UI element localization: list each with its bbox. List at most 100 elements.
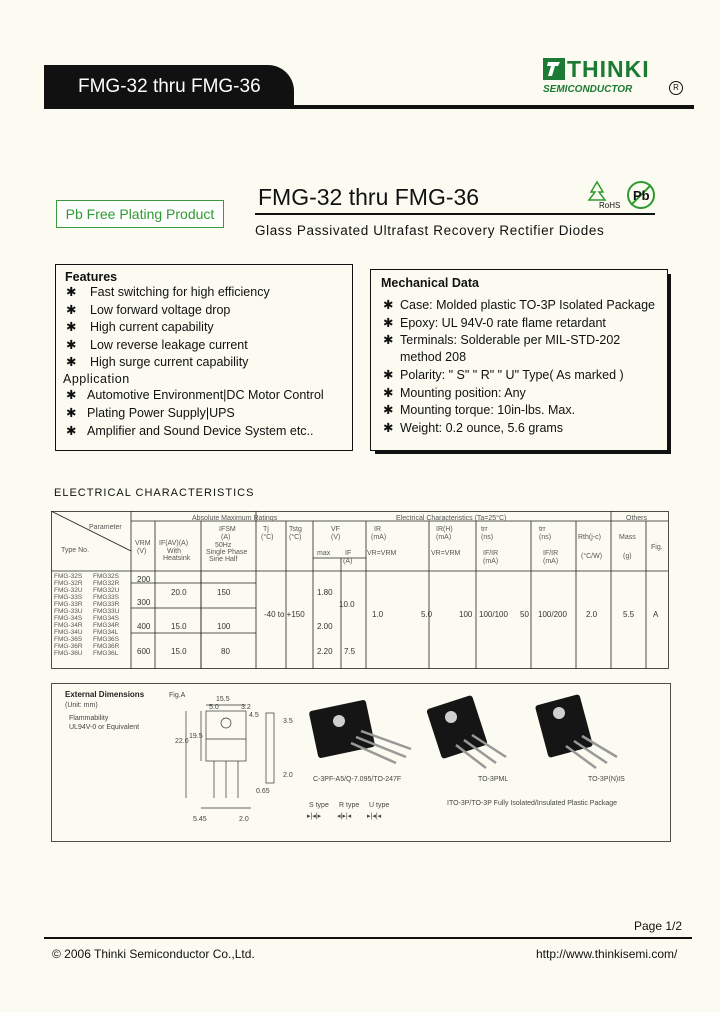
type-cell: FMG36L — [93, 650, 119, 657]
dim-label: 4.5 — [249, 712, 259, 719]
head-hir: IR(H) — [436, 526, 453, 533]
group-abs-max: Absolute Maximum Ratings — [192, 515, 278, 522]
type-cell: FMG-36S — [54, 636, 83, 643]
dim-flammability: Flammability — [69, 715, 109, 722]
package-3-label: TO-3P(N)IS — [588, 776, 625, 783]
head-trr2-sub: IF/IR — [543, 550, 558, 557]
head-tstg-unit: (°C) — [289, 533, 302, 541]
s-type-symbol-icon: ▸|◂|▸ — [307, 813, 322, 820]
head-tj: Tj — [263, 526, 269, 533]
dim-ul: UL94V-0 or Equivalent — [69, 724, 139, 731]
head-hir-unit: (mA) — [436, 534, 451, 541]
list-item: ✱Automotive Environment|DC Motor Control — [66, 388, 324, 402]
head-vrm-unit: (V) — [137, 548, 146, 555]
package-photo-3 — [535, 694, 618, 770]
list-item: ✱Terminals: Solderable per MIL-STD-202 — [383, 333, 621, 347]
group-others: Others — [626, 515, 648, 522]
list-item-continuation: method 208 — [400, 349, 467, 364]
title-rule — [255, 213, 655, 215]
asterisk-icon: ✱ — [66, 337, 77, 352]
head-vf-sub1: max — [317, 550, 331, 557]
type-cell: FMG34L — [93, 629, 119, 636]
asterisk-icon: ✱ — [66, 406, 77, 420]
head-trr1-unit: (ns) — [481, 534, 493, 541]
r-type-symbol-icon: ◂|▸|◂ — [337, 813, 352, 820]
asterisk-icon: ✱ — [383, 298, 394, 312]
dim-label: 3.5 — [283, 718, 293, 725]
if-cell: 10.0 — [339, 600, 355, 609]
head-ifsm-unit: (A) — [221, 534, 230, 541]
header-rule — [44, 105, 694, 109]
type-cell: FMG-34S — [54, 615, 83, 622]
type-cell: FMG34R — [93, 622, 120, 629]
logo-text: THINKI — [567, 56, 650, 82]
head-ifsm-sub1: 50Hz — [215, 542, 232, 549]
website-link[interactable]: http://www.thinkisemi.com/ — [536, 947, 678, 961]
list-item: ✱Plating Power Supply|UPS — [66, 406, 235, 420]
document-subtitle: Glass Passivated Ultrafast Recovery Rect… — [255, 223, 605, 238]
list-item: ✱Mounting torque: 10in-lbs. Max. — [383, 403, 576, 417]
rth-cell: 2.0 — [586, 610, 598, 619]
type-cell: FMG32S — [93, 573, 120, 580]
dim-label: 22.0 — [175, 738, 189, 745]
asterisk-icon: ✱ — [383, 333, 394, 347]
outline-drawing: 15.5 5.0 3.2 4.5 3.5 2.0 22.0 19.5 5.45 … — [175, 696, 293, 823]
type-cell: FMG34S — [93, 615, 120, 622]
temp-range-cell: -40 to +150 — [264, 610, 305, 619]
asterisk-icon: ✱ — [66, 302, 77, 317]
type-cell: FMG-32U — [54, 587, 83, 594]
type-cell: FMG-33R — [54, 601, 83, 608]
fig-cell: A — [653, 610, 659, 619]
ifsm-cell: 150 — [217, 588, 231, 597]
head-fig: Fig. — [651, 544, 663, 551]
dim-unit: (Unit: mm) — [65, 702, 98, 709]
package-photo-1 — [309, 700, 412, 765]
asterisk-icon: ✱ — [383, 420, 394, 435]
head-ifsm-sub3: Sine Half — [209, 556, 237, 563]
asterisk-icon: ✱ — [383, 385, 394, 400]
list-item: ✱Mounting position: Any — [383, 385, 526, 400]
head-vf: VF — [331, 526, 340, 533]
mechanical-data-box: Mechanical Data ✱Case: Molded plastic TO… — [370, 269, 668, 451]
head-trr2-sub-unit: (mA) — [543, 558, 558, 565]
type-no-label: Type No. — [61, 547, 89, 554]
dim-label: 5.0 — [209, 704, 219, 711]
dim-label: 5.45 — [193, 816, 207, 823]
vrm-cell: 200 — [137, 575, 151, 584]
type-cell: FMG-32S — [54, 573, 83, 580]
vf-cell: 2.00 — [317, 622, 333, 631]
head-trr2: trr — [539, 526, 546, 533]
pb-label: Pb — [633, 188, 650, 203]
s-type-label: S type — [309, 802, 329, 809]
head-ifav: IF(AV)(A) — [159, 540, 188, 547]
r-type-label: R type — [339, 802, 359, 809]
header-title-tab: FMG-32 thru FMG-36 — [44, 65, 294, 109]
vrm-cell: 300 — [137, 598, 151, 607]
type-cell: FMG-33U — [54, 608, 83, 615]
head-rth: Rth(j-c) — [578, 534, 601, 541]
head-vrm: VRM — [135, 540, 151, 547]
electrical-title: ELECTRICAL CHARACTERISTICS — [54, 487, 255, 499]
ir-cell: 1.0 — [372, 610, 384, 619]
logo-mark-icon — [543, 58, 565, 80]
head-ifav-sub1: With — [167, 548, 181, 555]
head-trr1-sub: IF/IR — [483, 550, 498, 557]
head-rth-unit: (°C/W) — [581, 552, 602, 560]
list-item: ✱High current capability — [66, 320, 214, 334]
head-mass: Mass — [619, 534, 636, 541]
trr1-cond-cell: 100/100 — [479, 610, 508, 619]
list-item: ✱Amplifier and Sound Device System etc.. — [66, 424, 314, 438]
external-dimensions: External Dimensions (Unit: mm) Flammabil… — [51, 683, 671, 843]
type-cell: FMG36S — [93, 636, 120, 643]
document-title: FMG-32 thru FMG-36 — [258, 184, 480, 210]
trr1-cell: 100 — [459, 610, 473, 619]
rohs-icon: RoHS — [585, 180, 621, 210]
if-cell: 7.5 — [344, 647, 356, 656]
list-item: ✱Low reverse leakage current — [66, 337, 248, 352]
list-item: ✱Low forward voltage drop — [66, 302, 231, 317]
list-item: ✱Fast switching for high efficiency — [66, 285, 270, 299]
list-item: ✱Case: Molded plastic TO-3P Isolated Pac… — [383, 298, 656, 312]
head-tj-unit: (°C) — [261, 533, 274, 541]
asterisk-icon: ✱ — [66, 285, 77, 299]
hir-cell: 5.0 — [421, 610, 433, 619]
